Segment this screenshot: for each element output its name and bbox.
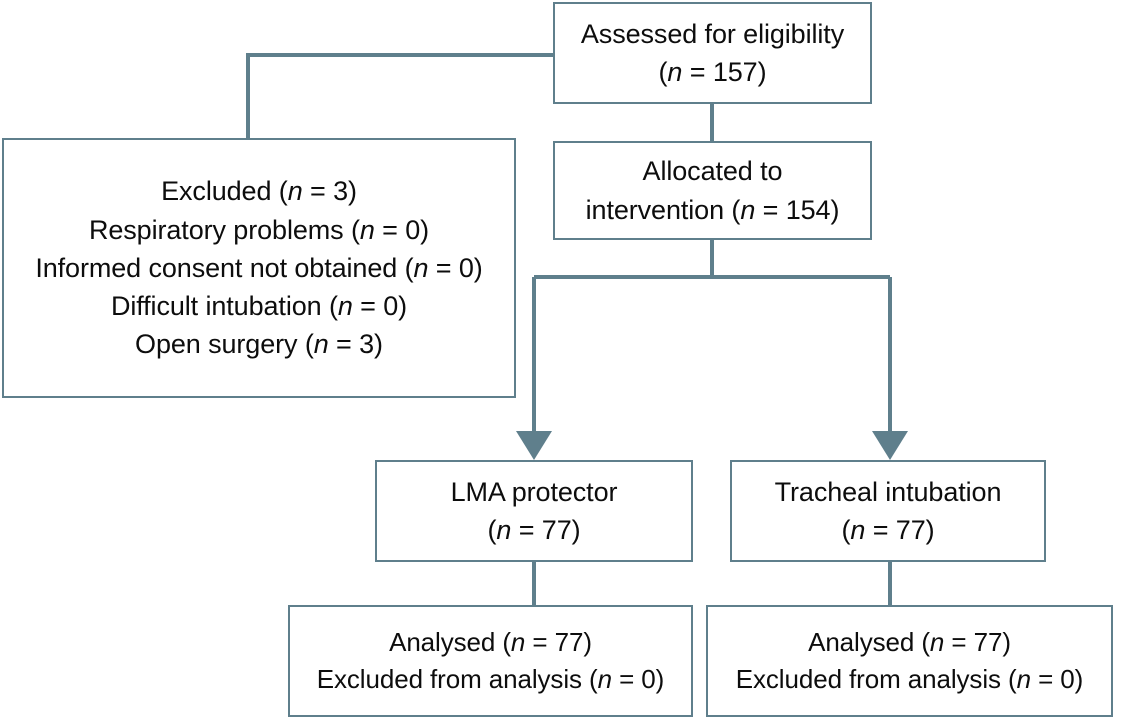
arm-left-line-1: LMA protector (450, 476, 618, 507)
analysis-right-line-1: Analysed (n = 77) (808, 627, 1011, 658)
arrowhead-left-arm (516, 431, 552, 460)
excluded-line-1: Excluded (n = 3) (161, 176, 357, 207)
eligibility-line-2: (n = 157) (658, 57, 767, 87)
excluded-line-2: Respiratory problems (n = 0) (88, 214, 430, 245)
arm-left-line-2: (n = 77) (487, 515, 581, 545)
connector-eligibility-to-excluded (246, 53, 553, 138)
node-assessed-for-eligibility: Assessed for eligibility (n = 157) (553, 2, 872, 104)
eligibility-line-1: Assessed for eligibility (580, 18, 845, 49)
arm-right-line-1: Tracheal intubation (774, 476, 1002, 507)
excluded-line-3: Informed consent not obtained (n = 0) (35, 252, 483, 283)
analysis-right-line-2: Excluded from analysis (n = 0) (735, 664, 1084, 694)
node-allocated-to-intervention: Allocated to intervention (n = 154) (553, 141, 872, 240)
node-analysis-right: Analysed (n = 77) Excluded from analysis… (706, 605, 1113, 717)
allocated-line-1: Allocated to (642, 156, 783, 187)
node-arm-lma-protector: LMA protector (n = 77) (375, 460, 693, 562)
analysis-left-line-2: Excluded from analysis (n = 0) (316, 664, 665, 694)
node-excluded: Excluded (n = 3) Respiratory problems (n… (2, 138, 516, 398)
excluded-line-4: Difficult intubation (n = 0) (110, 291, 408, 322)
node-analysis-left: Analysed (n = 77) Excluded from analysis… (288, 605, 693, 717)
allocated-line-2: intervention (n = 154) (585, 194, 840, 225)
node-arm-tracheal-intubation: Tracheal intubation (n = 77) (730, 460, 1046, 562)
analysis-left-line-1: Analysed (n = 77) (389, 627, 592, 658)
arrowhead-right-arm (872, 431, 908, 460)
excluded-line-5: Open surgery (n = 3) (135, 329, 383, 360)
arm-right-line-2: (n = 77) (841, 515, 935, 545)
